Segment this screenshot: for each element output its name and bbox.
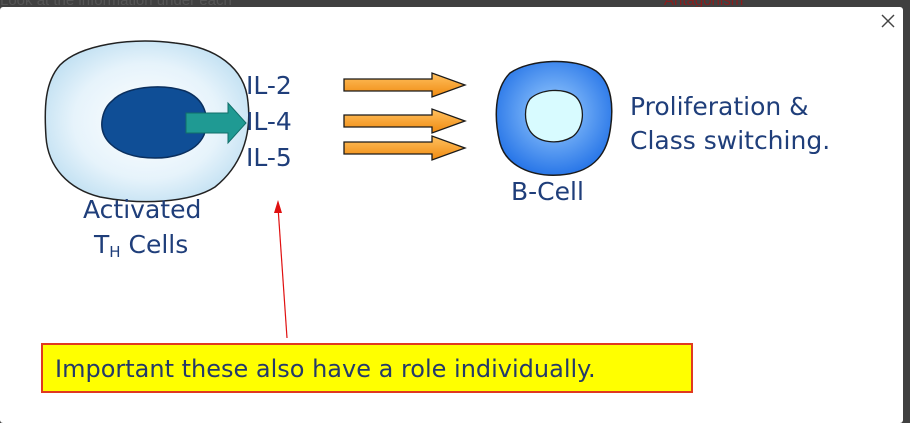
arrow-il2-icon [343, 72, 467, 98]
cytokine-label-il4: IL-4 [246, 107, 292, 136]
diagram-figure [44, 40, 613, 339]
b-cell-label: B-Cell [511, 177, 584, 206]
note-text: Important these also have a role individ… [55, 355, 596, 383]
cytokine-label-il2: IL-2 [246, 71, 292, 100]
image-viewer-dialog: IL-2 IL-4 IL-5 Activated TH Cells B-Cell… [0, 7, 903, 423]
close-icon [881, 14, 895, 28]
arrow-il4-icon [343, 108, 467, 134]
cytokine-label-il5: IL-5 [246, 143, 292, 172]
outcome-label-line2: Class switching. [630, 126, 831, 155]
background-page-heading: Antagonism [664, 0, 744, 9]
th-cell-label-line1: Activated [83, 195, 202, 224]
background-page-text: Look at the information under each [0, 0, 232, 9]
teal-arrow-icon [185, 101, 247, 145]
th-cell-label-line2: TH Cells [94, 230, 189, 261]
note-callout: Important these also have a role individ… [41, 343, 693, 393]
pointer-arrowhead-icon [274, 200, 282, 213]
arrow-il5-icon [343, 135, 467, 161]
th-cell-nucleus [101, 86, 208, 159]
outcome-label-line1: Proliferation & [630, 92, 809, 121]
b-cell-nucleus [524, 89, 583, 143]
pointer-line [277, 206, 288, 339]
close-button[interactable] [877, 10, 899, 32]
